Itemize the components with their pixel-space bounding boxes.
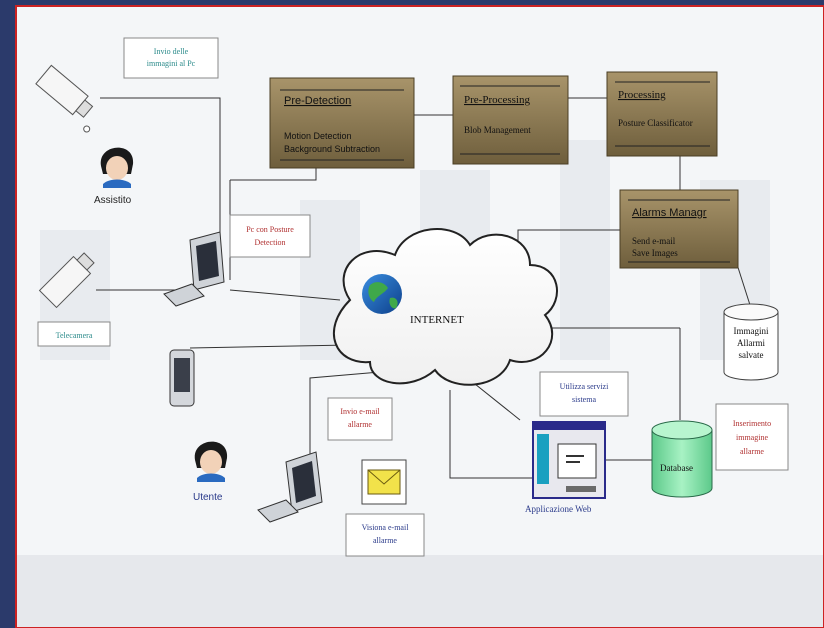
immagini-salvate-line-3: salvate: [739, 350, 764, 360]
processing-line-1: Posture Classificator: [618, 118, 693, 128]
invio-email-callout: Invio e-mail allarme: [327, 397, 393, 441]
invio-immagini-line-2: immagini al Pc: [147, 59, 196, 68]
telecamera-callout: Telecamera: [37, 321, 111, 347]
globe-icon: [362, 274, 402, 314]
pc-posture-callout: Pc con Posture Detection: [229, 214, 311, 258]
alarms-line-2: Save Images: [632, 248, 678, 258]
web-application-icon: [532, 421, 606, 499]
visiona-email-callout: Visiona e-mail allarme: [345, 513, 425, 557]
inserimento-callout: Inserimento immagine allarme: [715, 403, 789, 471]
pre-processing-box: Pre-Processing Blob Management: [452, 75, 569, 165]
utilizza-servizi-line-1: Utilizza servizi: [560, 382, 609, 391]
immagini-salvate-line-2: Allarmi: [737, 338, 765, 348]
pre-detection-title: Pre-Detection: [284, 95, 351, 107]
alarms-manager-title: Alarms Managr: [632, 207, 707, 219]
desktop-computer-icon: [257, 451, 323, 523]
database-cylinder-icon: [651, 420, 713, 498]
applicazione-web-label: Applicazione Web: [525, 504, 592, 514]
processing-title: Processing: [618, 89, 666, 101]
envelope-icon: [361, 459, 407, 505]
telecamera-label: Telecamera: [56, 331, 93, 340]
database-label: Database: [660, 463, 693, 473]
inserimento-line-1: Inserimento: [733, 419, 771, 428]
security-camera-icon: [35, 64, 94, 133]
assistito-label: Assistito: [94, 195, 132, 206]
alarms-manager-box: Alarms Managr Send e-mail Save Images: [619, 189, 739, 269]
invio-email-line-1: Invio e-mail: [340, 407, 380, 416]
invio-email-line-2: allarme: [348, 420, 372, 429]
processing-box: Processing Posture Classificator: [606, 71, 718, 157]
visiona-email-line-2: allarme: [373, 536, 397, 545]
desktop-computer-icon: [163, 231, 225, 307]
pc-posture-line-2: Detection: [254, 238, 285, 247]
immagini-salvate-line-1: Immagini: [734, 326, 769, 336]
pc-posture-line-1: Pc con Posture: [246, 225, 294, 234]
mobile-phone-icon: [169, 349, 195, 407]
pre-detection-line-1: Motion Detection: [284, 131, 352, 141]
inserimento-line-3: allarme: [740, 447, 764, 456]
storage-cylinder-icon: [723, 303, 779, 381]
utente-label: Utente: [193, 492, 223, 503]
utilizza-servizi-line-2: sistema: [572, 395, 596, 404]
internet-cloud: [332, 228, 558, 386]
pre-processing-title: Pre-Processing: [464, 94, 530, 106]
security-camera-icon: [38, 252, 95, 309]
slide-footer-band: [17, 555, 823, 627]
pre-detection-line-2: Background Subtraction: [284, 144, 380, 154]
pre-processing-line-1: Blob Management: [464, 125, 531, 135]
visiona-email-line-1: Visiona e-mail: [362, 523, 410, 532]
person-avatar-icon: [194, 441, 228, 482]
internet-label: INTERNET: [410, 314, 464, 326]
alarms-line-1: Send e-mail: [632, 236, 676, 246]
invio-immagini-line-1: Invio delle: [154, 47, 189, 56]
utilizza-servizi-callout: Utilizza servizi sistema: [539, 371, 629, 417]
pre-detection-box: Pre-Detection Motion Detection Backgroun…: [269, 77, 415, 169]
person-avatar-icon: [100, 147, 134, 188]
inserimento-line-2: immagine: [736, 433, 768, 442]
invio-immagini-callout: Invio delle immagini al Pc: [123, 37, 219, 79]
